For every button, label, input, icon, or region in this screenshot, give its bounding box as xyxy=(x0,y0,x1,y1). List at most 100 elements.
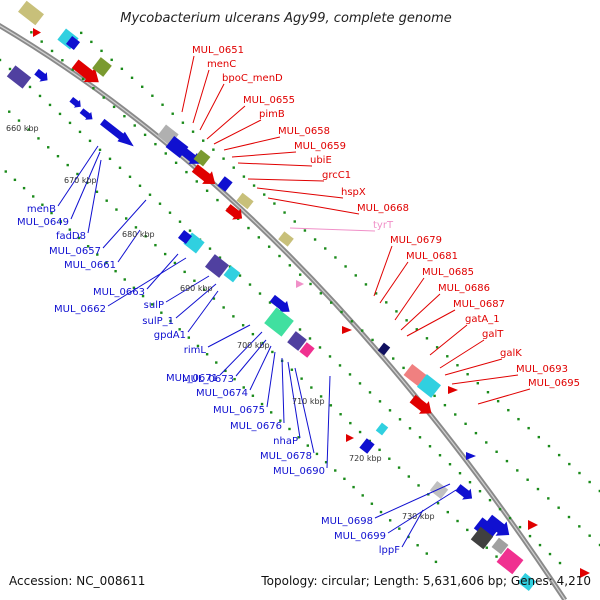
gc-dot xyxy=(598,489,600,493)
gene-label: MUL_0675 xyxy=(213,405,265,416)
gene-feature xyxy=(403,363,427,387)
gc-dot xyxy=(215,361,218,364)
leader-line xyxy=(400,293,441,331)
gc-dot xyxy=(71,68,74,71)
gc-dot xyxy=(313,238,317,241)
gc-dot xyxy=(251,394,255,397)
gc-dot xyxy=(425,337,429,340)
gc-dot xyxy=(568,462,571,466)
gc-dot xyxy=(232,315,235,318)
gc-dot xyxy=(90,40,93,44)
gc-dot xyxy=(557,453,561,457)
gc-dot xyxy=(374,292,378,295)
gc-dot xyxy=(271,350,274,354)
gene-label: MUL_0690 xyxy=(273,466,325,477)
gc-dot xyxy=(252,184,256,187)
gc-dot xyxy=(48,103,52,107)
leader-line xyxy=(477,388,531,405)
gc-dot xyxy=(124,217,128,220)
gc-dot xyxy=(267,245,271,248)
gc-dot xyxy=(205,189,209,192)
gene-label: MUL_0676 xyxy=(230,421,282,432)
gc-dot xyxy=(196,344,200,348)
gene-feature xyxy=(409,394,432,414)
gc-dot xyxy=(258,292,262,295)
gc-dot xyxy=(334,256,337,259)
gc-dot xyxy=(178,328,181,331)
gc-dot xyxy=(588,534,591,537)
gc-dot xyxy=(115,208,118,211)
gc-dot xyxy=(183,270,186,274)
gc-dot xyxy=(508,516,512,520)
leader-line xyxy=(146,253,179,290)
gc-dot xyxy=(105,199,108,202)
leader-line xyxy=(444,358,503,376)
gene-feature xyxy=(33,28,41,37)
gene-feature xyxy=(299,342,315,358)
gc-dot xyxy=(303,229,307,232)
leader-line xyxy=(165,275,210,303)
gc-dot xyxy=(68,121,72,125)
gc-dot xyxy=(370,502,374,505)
leader-line xyxy=(394,277,425,321)
gc-dot xyxy=(507,408,510,412)
gene-label: MUL_0685 xyxy=(422,267,474,278)
gc-dot xyxy=(123,114,126,118)
gc-dot xyxy=(478,489,482,493)
gene-feature xyxy=(193,149,211,167)
gc-dot xyxy=(361,329,364,332)
gc-dot xyxy=(402,366,405,370)
gc-dot xyxy=(143,133,147,137)
leader-line xyxy=(374,483,451,519)
gc-dot xyxy=(79,31,83,35)
gc-dot xyxy=(56,154,60,158)
gc-dot xyxy=(329,404,333,407)
gc-dot xyxy=(288,427,291,431)
leader-line xyxy=(249,345,272,391)
gc-dot xyxy=(228,265,232,268)
gc-dot xyxy=(151,303,154,306)
gene-label: MUL_0655 xyxy=(243,95,295,106)
gc-dot xyxy=(456,519,459,523)
gc-dot xyxy=(96,253,99,256)
gc-dot xyxy=(446,510,449,514)
gc-dot xyxy=(319,395,323,398)
gc-dot xyxy=(433,394,436,398)
gc-dot xyxy=(105,261,108,265)
gc-dot xyxy=(407,535,410,539)
gc-dot xyxy=(392,357,395,360)
gc-dot xyxy=(368,391,372,394)
gc-dot xyxy=(435,346,439,349)
gene-label: menC xyxy=(207,59,236,70)
leader-line xyxy=(287,361,301,439)
gc-dot xyxy=(324,247,327,250)
gc-dot xyxy=(30,31,33,34)
gc-dot xyxy=(50,211,53,215)
leader-line xyxy=(281,357,285,424)
gc-dot xyxy=(216,198,219,202)
gc-dot xyxy=(222,157,225,160)
gene-feature xyxy=(100,118,134,147)
gene-feature xyxy=(71,59,99,83)
leader-line xyxy=(187,290,219,333)
gc-dot xyxy=(518,525,522,529)
gene-label: menB xyxy=(27,204,56,215)
gc-dot xyxy=(123,278,126,281)
gene-label: MUL_0659 xyxy=(294,141,346,152)
gc-dot xyxy=(458,472,462,475)
gene-label: pimB xyxy=(259,109,285,120)
gc-dot xyxy=(298,328,302,331)
gc-dot xyxy=(290,368,294,371)
gc-dot xyxy=(141,294,145,298)
gene-feature xyxy=(346,434,354,442)
gc-dot xyxy=(417,484,420,487)
gc-dot xyxy=(269,411,273,414)
gc-dot xyxy=(222,306,225,309)
gc-dot xyxy=(202,139,205,142)
gene-feature xyxy=(528,520,538,530)
leader-line xyxy=(57,145,99,207)
gene-feature xyxy=(580,568,590,578)
gene-feature xyxy=(269,294,290,312)
gc-dot xyxy=(329,301,333,304)
gene-feature xyxy=(473,517,499,541)
